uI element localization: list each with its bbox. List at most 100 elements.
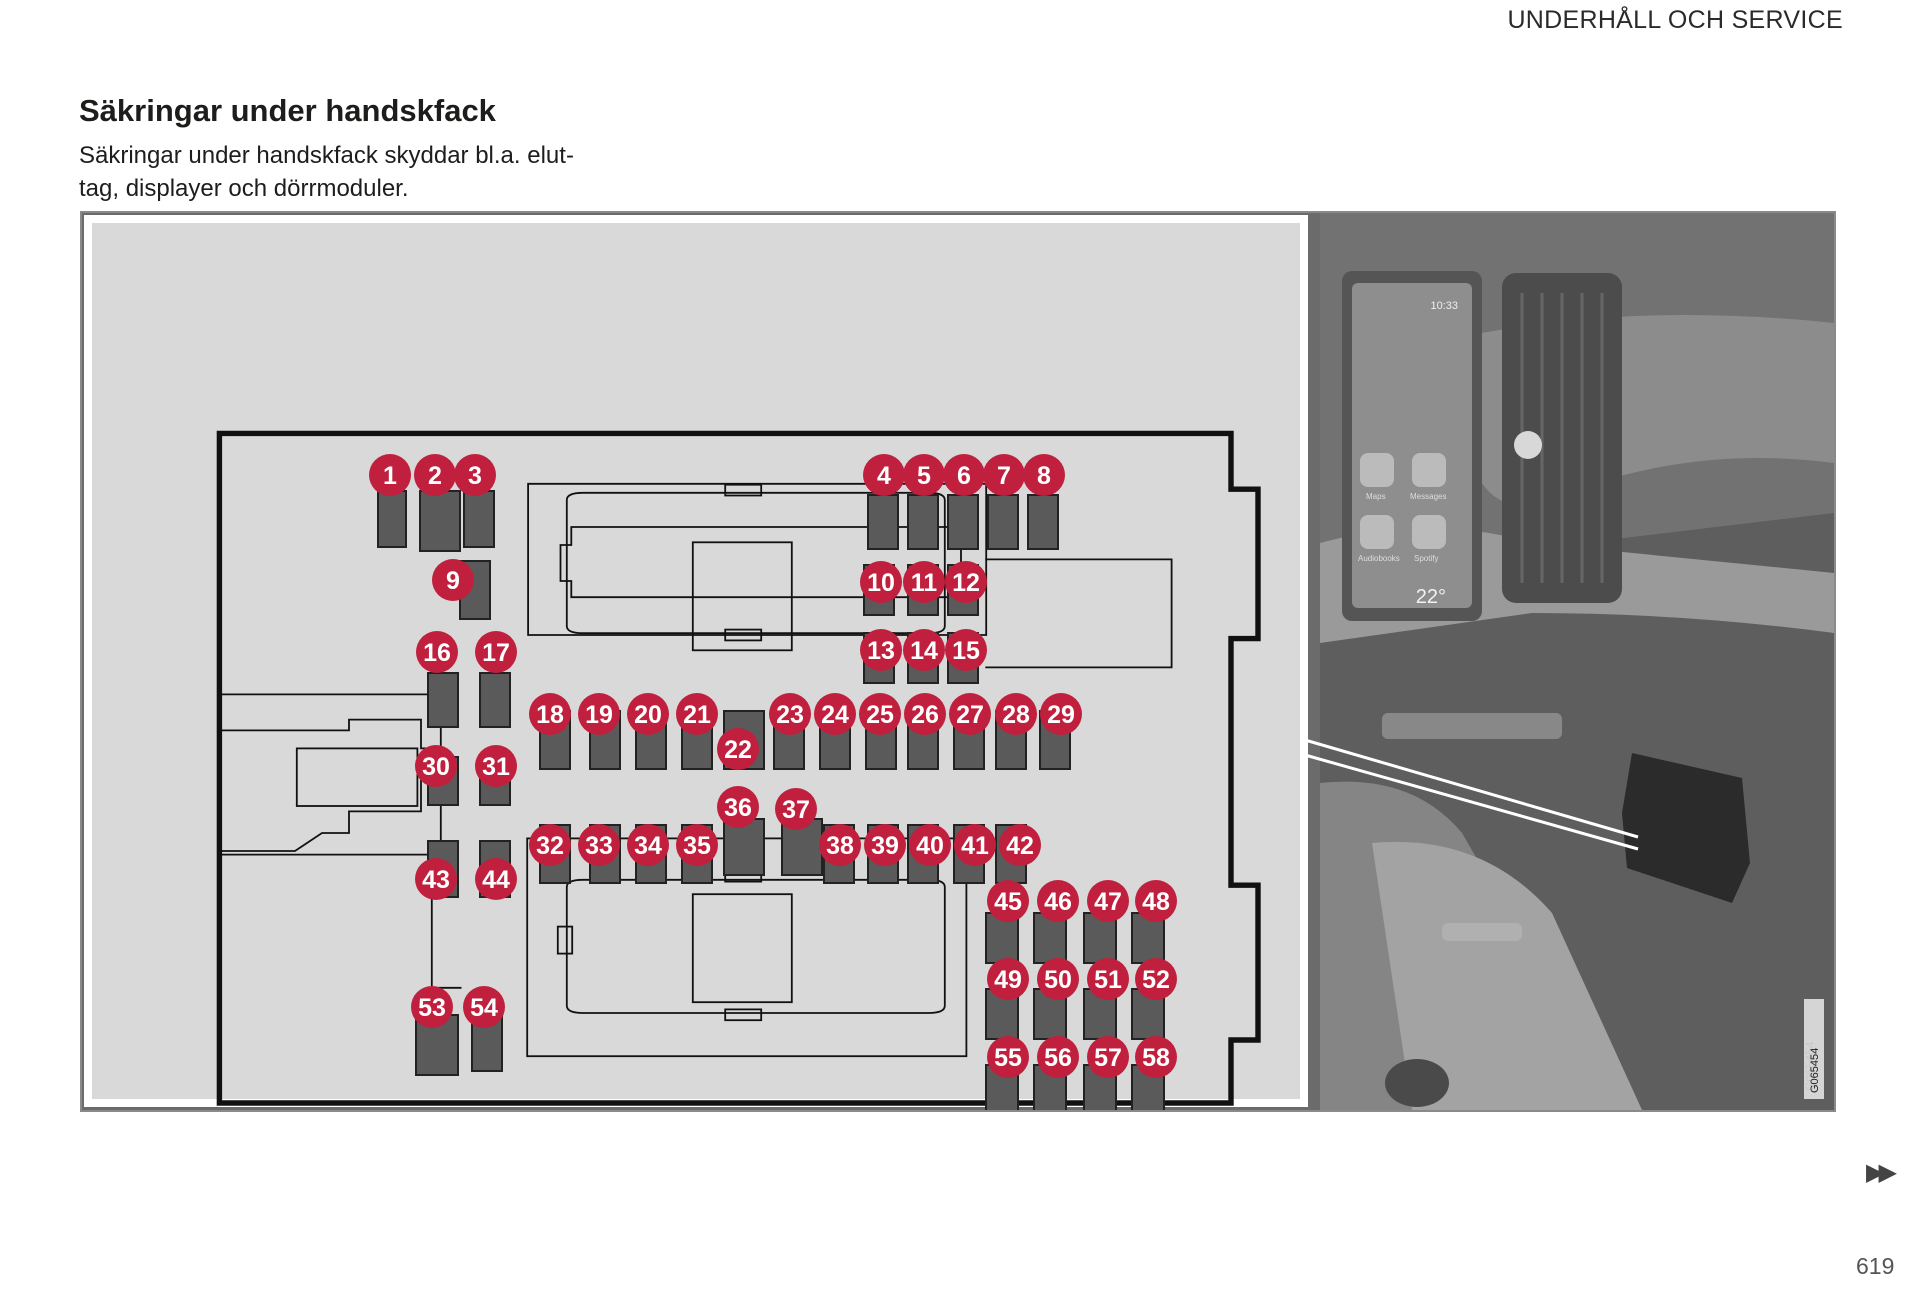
fuse-badge-label-29: 29 bbox=[1047, 701, 1075, 729]
fuse-badge-label-32: 32 bbox=[536, 832, 564, 860]
fuse-badge-13: 13 bbox=[860, 629, 902, 671]
fuse-badge-label-53: 53 bbox=[418, 994, 446, 1022]
fuse-badge-52: 52 bbox=[1135, 958, 1177, 1000]
fuse-badge-45: 45 bbox=[987, 880, 1029, 922]
fuse-badge-label-11: 11 bbox=[911, 569, 938, 597]
fuse-badge-2: 2 bbox=[414, 454, 456, 496]
fuse-badge-label-38: 38 bbox=[826, 832, 854, 860]
fuse-badge-14: 14 bbox=[903, 629, 945, 671]
fuse-badge-50: 50 bbox=[1037, 958, 1079, 1000]
fuse-badge-label-42: 42 bbox=[1006, 832, 1034, 860]
fuse-badge-label-44: 44 bbox=[482, 866, 510, 894]
fuse-badge-18: 18 bbox=[529, 693, 571, 735]
fuse-slot-16 bbox=[428, 673, 458, 727]
fuse-badge-label-22: 22 bbox=[724, 736, 752, 764]
fuse-slot-6 bbox=[948, 495, 978, 549]
fuse-badge-label-30: 30 bbox=[422, 753, 450, 781]
fuse-badge-label-4: 4 bbox=[877, 462, 891, 490]
fuse-badge-19: 19 bbox=[578, 693, 620, 735]
fuse-badge-label-54: 54 bbox=[470, 994, 498, 1022]
fuse-slot-2 bbox=[420, 491, 460, 551]
audiobooks-app-icon bbox=[1360, 515, 1394, 549]
spotify-app-icon bbox=[1412, 515, 1446, 549]
fuse-badge-label-21: 21 bbox=[683, 701, 711, 729]
fuse-badge-8: 8 bbox=[1023, 454, 1065, 496]
fuse-badge-37: 37 bbox=[775, 788, 817, 830]
fuse-badge-40: 40 bbox=[909, 824, 951, 866]
audiobooks-app-label: Audiobooks bbox=[1358, 554, 1400, 563]
fuse-slot-8 bbox=[1028, 495, 1058, 549]
fuse-badge-label-57: 57 bbox=[1094, 1044, 1122, 1072]
fuse-badge-9: 9 bbox=[432, 559, 474, 601]
fuse-badge-label-17: 17 bbox=[482, 639, 510, 667]
fuse-badge-label-40: 40 bbox=[916, 832, 944, 860]
fuse-badge-47: 47 bbox=[1087, 880, 1129, 922]
fuse-badge-label-13: 13 bbox=[867, 637, 895, 665]
fuse-badge-label-39: 39 bbox=[871, 832, 899, 860]
fuse-badge-label-5: 5 bbox=[917, 462, 931, 490]
fuse-badge-3: 3 bbox=[454, 454, 496, 496]
fuse-badge-33: 33 bbox=[578, 824, 620, 866]
storage-handle bbox=[1442, 923, 1522, 941]
fuse-figure: 10:33 Maps Messages Audiobooks Spotify 2… bbox=[80, 211, 1836, 1112]
intro-text: Säkringar under handskfack skyddar bl.a.… bbox=[79, 139, 574, 205]
fuse-badge-label-58: 58 bbox=[1142, 1044, 1170, 1072]
fuse-badge-label-41: 41 bbox=[961, 832, 989, 860]
fuse-badge-label-3: 3 bbox=[468, 462, 482, 490]
fuse-badge-label-15: 15 bbox=[952, 637, 980, 665]
fuse-badge-31: 31 bbox=[475, 745, 517, 787]
maps-app-label: Maps bbox=[1366, 492, 1386, 501]
fuse-badge-10: 10 bbox=[860, 561, 902, 603]
fuse-badge-label-18: 18 bbox=[536, 701, 564, 729]
messages-app-icon bbox=[1412, 453, 1446, 487]
screen-clock: 10:33 bbox=[1430, 300, 1458, 312]
fuse-badge-51: 51 bbox=[1087, 958, 1129, 1000]
fuse-badge-11: 11 bbox=[903, 561, 945, 603]
fuse-badge-label-47: 47 bbox=[1094, 888, 1122, 916]
fuse-badge-label-19: 19 bbox=[585, 701, 613, 729]
fuse-badge-label-33: 33 bbox=[585, 832, 613, 860]
fuse-slot-7 bbox=[988, 495, 1018, 549]
fuse-badge-16: 16 bbox=[416, 631, 458, 673]
fuse-badge-29: 29 bbox=[1040, 693, 1082, 735]
fuse-badge-53: 53 bbox=[411, 986, 453, 1028]
fuse-badge-54: 54 bbox=[463, 986, 505, 1028]
fuse-badge-21: 21 bbox=[676, 693, 718, 735]
maps-app-icon bbox=[1360, 453, 1394, 487]
fuse-badge-5: 5 bbox=[903, 454, 945, 496]
fuse-slot-17 bbox=[480, 673, 510, 727]
fuse-badge-label-20: 20 bbox=[634, 701, 662, 729]
fuse-badge-6: 6 bbox=[943, 454, 985, 496]
fuse-diagram: 10:33 Maps Messages Audiobooks Spotify 2… bbox=[82, 213, 1834, 1110]
fuse-badge-label-46: 46 bbox=[1044, 888, 1072, 916]
next-page-icon[interactable]: ▶▶ bbox=[1866, 1158, 1891, 1187]
fuse-badge-12: 12 bbox=[945, 561, 987, 603]
fuse-badge-label-6: 6 bbox=[957, 462, 971, 490]
fuse-slot-36 bbox=[724, 819, 764, 875]
vent-knob bbox=[1514, 431, 1542, 459]
fuse-badge-label-50: 50 bbox=[1044, 966, 1072, 994]
fuse-slot-3 bbox=[464, 491, 494, 547]
fuse-badge-label-2: 2 bbox=[428, 462, 442, 490]
fuse-badge-22: 22 bbox=[717, 728, 759, 770]
fuse-badge-58: 58 bbox=[1135, 1036, 1177, 1078]
fuse-badge-label-26: 26 bbox=[911, 701, 939, 729]
fuse-badge-43: 43 bbox=[415, 858, 457, 900]
fuse-badge-39: 39 bbox=[864, 824, 906, 866]
fuse-badge-24: 24 bbox=[814, 693, 856, 735]
fuse-badge-label-10: 10 bbox=[867, 569, 895, 597]
fuse-badge-38: 38 bbox=[819, 824, 861, 866]
fuse-badge-7: 7 bbox=[983, 454, 1025, 496]
image-code-label: G065454 bbox=[1809, 1048, 1821, 1093]
fuse-badge-label-24: 24 bbox=[821, 701, 849, 729]
fuse-badge-20: 20 bbox=[627, 693, 669, 735]
fuse-badge-label-43: 43 bbox=[422, 866, 450, 894]
fuse-badge-28: 28 bbox=[995, 693, 1037, 735]
fuse-badge-label-23: 23 bbox=[776, 701, 804, 729]
fuse-badge-32: 32 bbox=[529, 824, 571, 866]
fuse-badge-label-49: 49 bbox=[994, 966, 1022, 994]
fuse-badge-30: 30 bbox=[415, 745, 457, 787]
spotify-app-label: Spotify bbox=[1414, 554, 1438, 563]
fuse-badge-label-36: 36 bbox=[724, 794, 752, 822]
fuse-badge-label-9: 9 bbox=[446, 567, 460, 595]
